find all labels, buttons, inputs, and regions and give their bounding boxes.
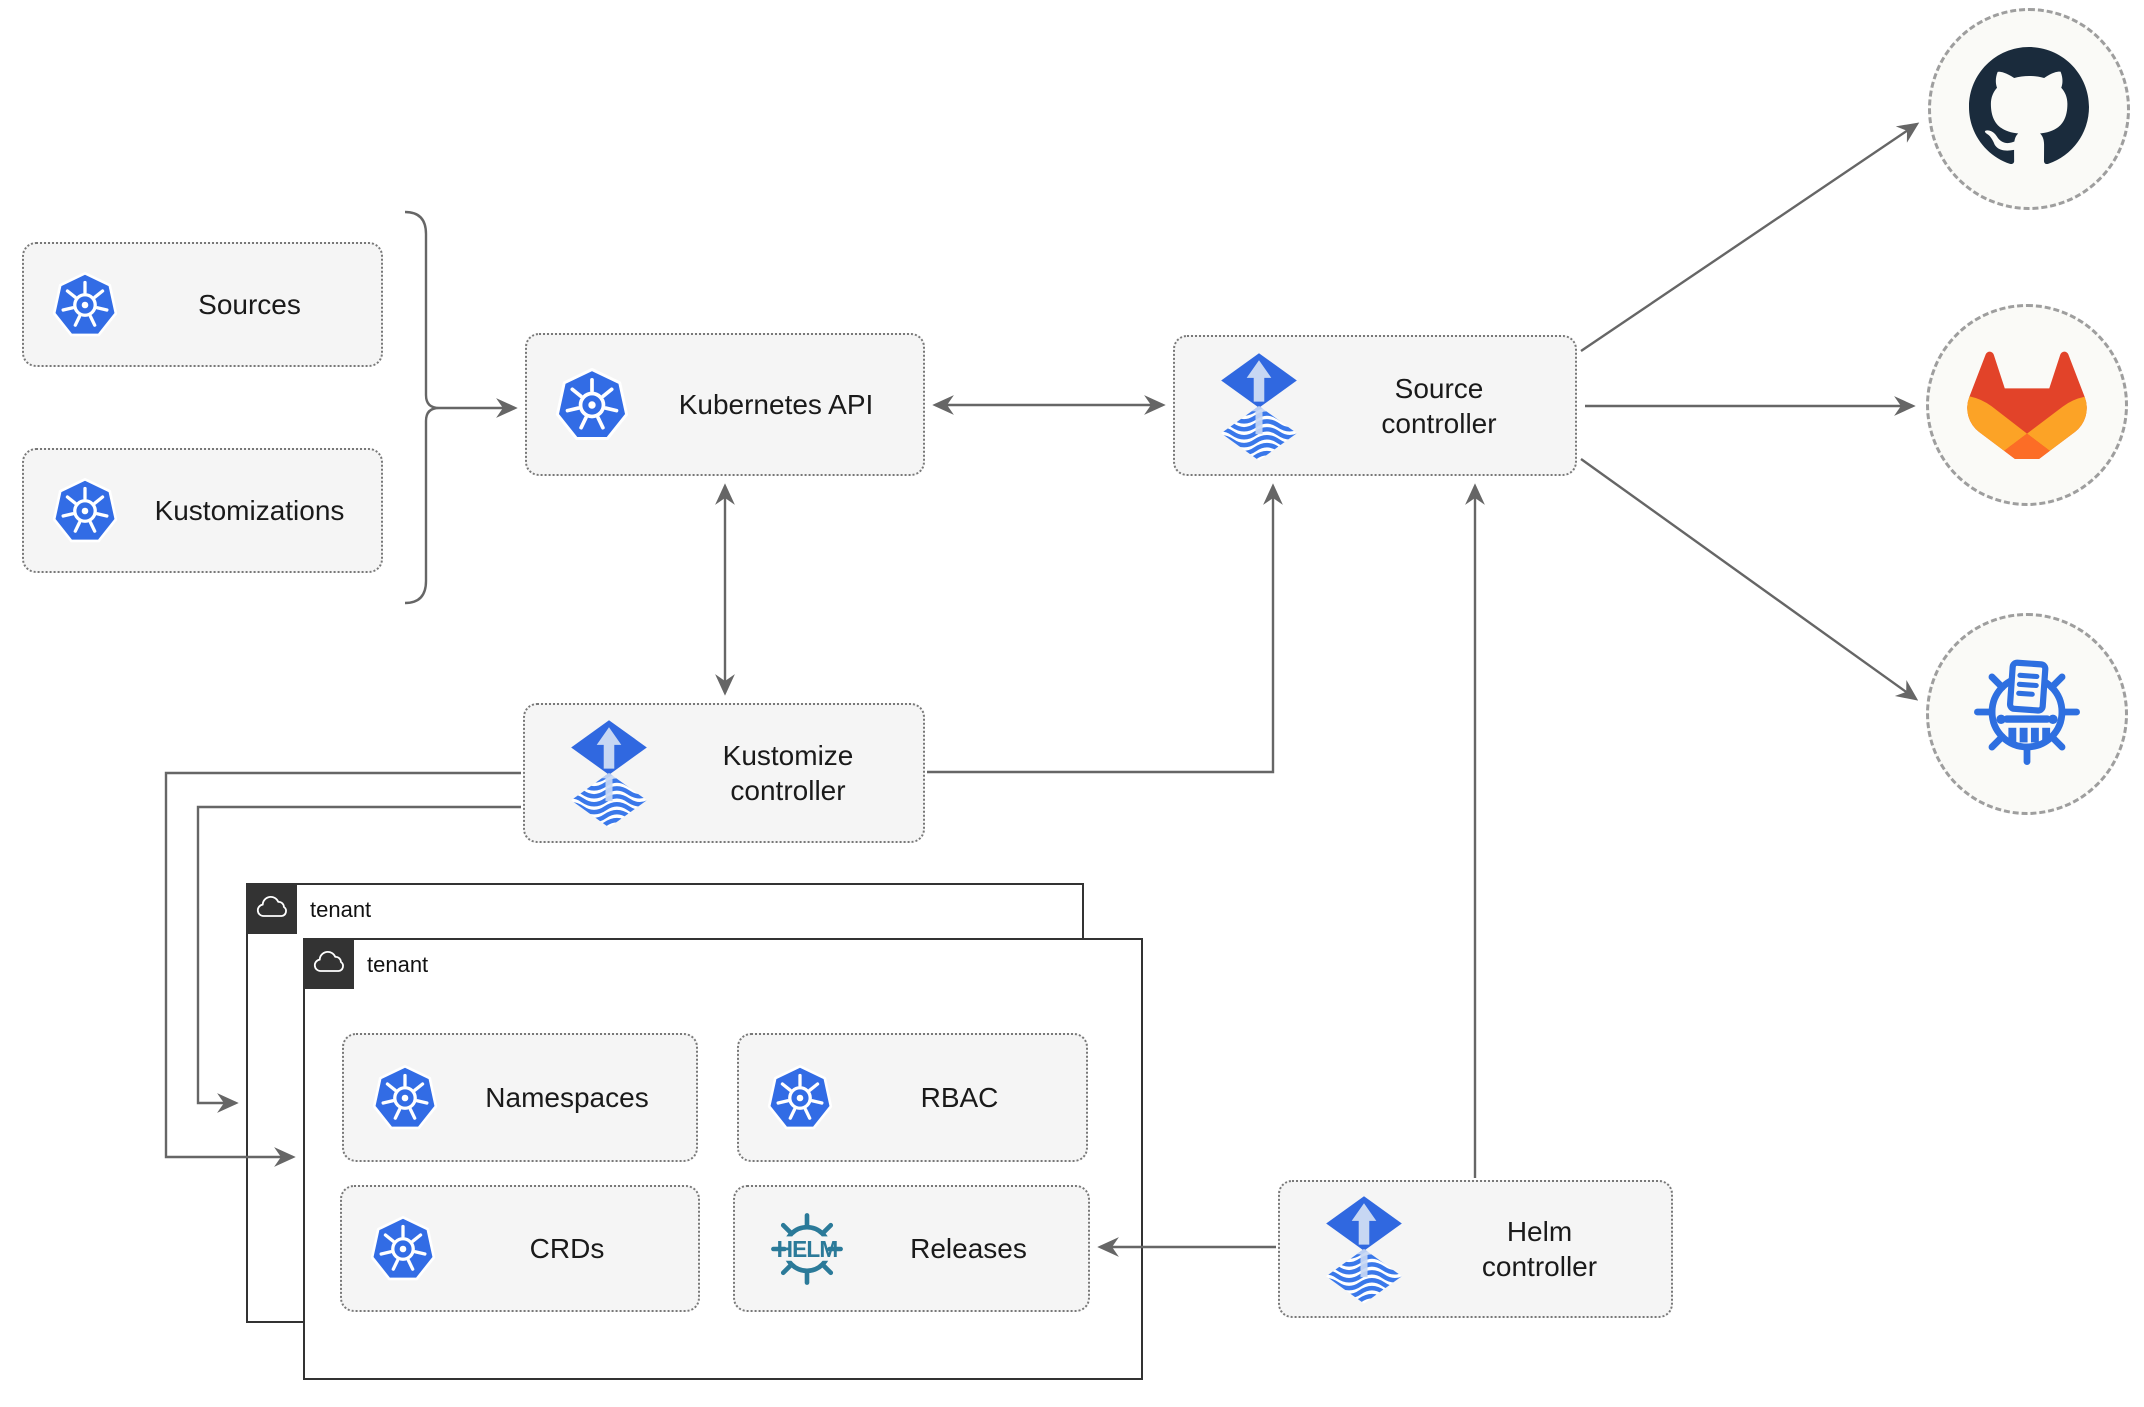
crds-label: CRDs bbox=[529, 1233, 605, 1264]
kubernetes-icon bbox=[370, 1215, 436, 1282]
source-controller-label: Source controller bbox=[1381, 372, 1497, 439]
helm-logo-text: HELM bbox=[777, 1235, 838, 1261]
gitlab-icon bbox=[1966, 347, 2088, 467]
kubernetes-api-box: Kubernetes API bbox=[525, 333, 925, 476]
github-icon bbox=[1969, 46, 2089, 172]
gitlab-endpoint bbox=[1926, 304, 2128, 506]
crds-box: CRDs bbox=[340, 1185, 700, 1312]
edge-sourcectrl-chartmuseum bbox=[1580, 458, 1919, 701]
releases-label: Releases bbox=[910, 1233, 1027, 1264]
kubernetes-icon bbox=[52, 477, 118, 544]
edge-kustomizectrl-sourcectrl bbox=[927, 483, 1283, 774]
namespaces-label: Namespaces bbox=[485, 1082, 649, 1113]
kustomizations-label: Kustomizations bbox=[154, 495, 345, 526]
chartmuseum-endpoint bbox=[1926, 613, 2128, 815]
rbac-box: RBAC bbox=[737, 1033, 1088, 1162]
github-endpoint bbox=[1928, 8, 2130, 210]
kubernetes-icon bbox=[555, 367, 629, 442]
releases-box: HELM Releases bbox=[733, 1185, 1090, 1312]
flux-icon bbox=[1320, 1194, 1408, 1304]
kubernetes-icon bbox=[767, 1064, 833, 1131]
tenant-outer-label: tenant bbox=[310, 897, 372, 922]
kustomizations-box: Kustomizations bbox=[22, 448, 383, 573]
cloud-icon bbox=[247, 884, 297, 934]
flux-icon bbox=[1215, 351, 1303, 461]
kustomize-controller-label: Kustomize controller bbox=[722, 740, 854, 806]
brace bbox=[404, 210, 440, 605]
rbac-label: RBAC bbox=[920, 1082, 999, 1113]
cloud-icon bbox=[304, 939, 354, 989]
kubernetes-icon bbox=[372, 1064, 438, 1131]
tenant-inner-label: tenant bbox=[367, 952, 429, 977]
helm-controller-label: Helm controller bbox=[1481, 1216, 1598, 1282]
source-controller-box: Source controller bbox=[1173, 335, 1577, 476]
chartmuseum-icon bbox=[1968, 650, 2086, 779]
helm-icon: HELM bbox=[765, 1207, 849, 1291]
sources-box: Sources bbox=[22, 242, 383, 367]
kubernetes-api-label: Kubernetes API bbox=[678, 389, 874, 420]
sources-label: Sources bbox=[198, 289, 301, 320]
kubernetes-icon bbox=[52, 271, 118, 338]
kustomize-controller-box: Kustomize controller bbox=[523, 703, 925, 843]
namespaces-box: Namespaces bbox=[342, 1033, 698, 1162]
edge-sourcectrl-github bbox=[1580, 122, 1920, 352]
flux-icon bbox=[565, 718, 653, 828]
helm-controller-box: Helm controller bbox=[1278, 1180, 1673, 1318]
